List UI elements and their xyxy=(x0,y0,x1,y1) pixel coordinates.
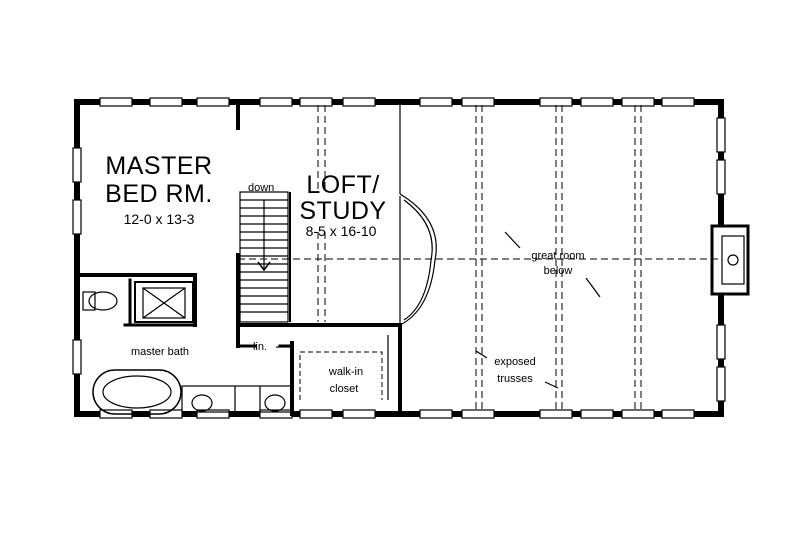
trusses xyxy=(238,105,718,412)
loft-title-line1: LOFT/ xyxy=(306,171,379,199)
walk-in-closet-label-line1: walk-in xyxy=(328,366,363,378)
great-room-label-line1: great room xyxy=(531,250,584,262)
bath-fixtures xyxy=(82,281,293,415)
linen-label: lin. xyxy=(253,341,267,353)
trusses-label-line2: trusses xyxy=(497,373,533,385)
loft-title-line2: STUDY xyxy=(299,197,386,225)
interior-walls xyxy=(75,102,402,416)
leader-lines xyxy=(276,231,601,389)
master-bath-label: master bath xyxy=(131,346,189,358)
master-bed-title-line2: BED RM. xyxy=(105,180,213,208)
master-bed-dims: 12-0 x 13-3 xyxy=(124,211,195,227)
stair xyxy=(239,191,291,323)
great-room-label-line2: below xyxy=(544,265,573,277)
loft-dims: 8-5 x 16-10 xyxy=(306,223,377,239)
walk-in-closet-label-line2: closet xyxy=(330,383,359,395)
master-bed-title-line1: MASTER xyxy=(105,152,212,180)
fireplace xyxy=(710,224,750,296)
closet-shelves xyxy=(299,335,389,400)
stair-direction-label: down xyxy=(248,182,274,194)
loft-railing xyxy=(399,104,437,326)
trusses-label-line1: exposed xyxy=(494,356,536,368)
